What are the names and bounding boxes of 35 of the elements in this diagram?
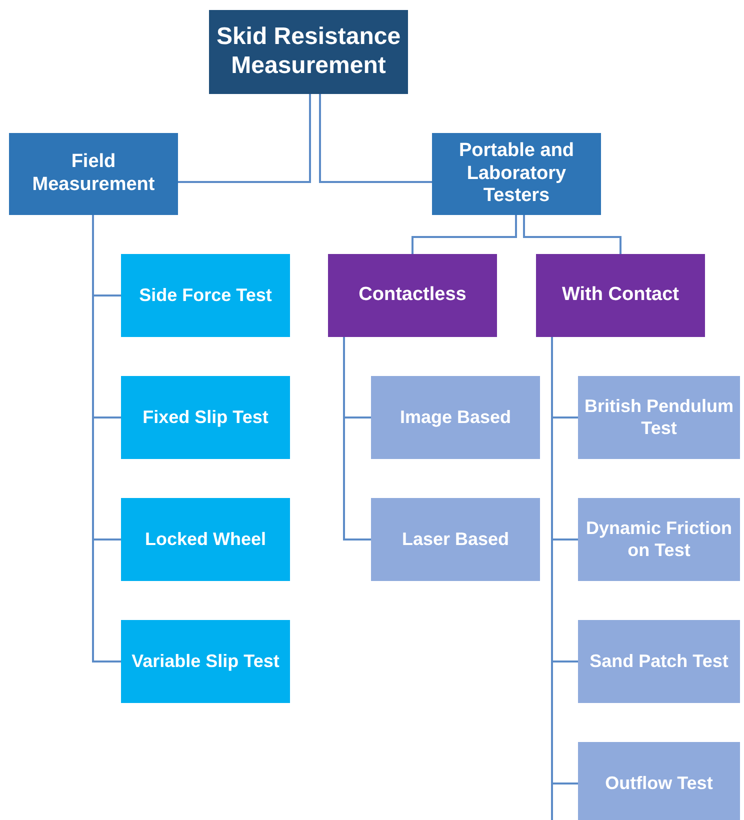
category-box [578,620,740,703]
category-box [578,376,740,459]
category-box [121,376,290,459]
box-label: With Contact [562,284,679,307]
box-label: Image Based [400,406,512,428]
connector-line [319,94,432,183]
box-label: Portable and Laboratory Testers [458,140,576,208]
category-box [536,254,705,337]
category-box [209,10,408,94]
box-label: Contactless [358,284,466,307]
category-box [121,254,290,337]
connector-line [178,94,311,183]
box-label: Outflow Test [605,772,713,794]
box-label: Laser Based [402,528,510,550]
connector-line [343,337,371,540]
box-label: Variable Slip Test [132,650,280,672]
connector-line [523,215,622,254]
box-label: British Pendulum Test [583,396,734,440]
category-box [371,376,540,459]
box-label: Field Measurement [31,151,156,197]
box-label: Dynamic Friction on Test [584,518,734,562]
box-label: Skid Resistance Measurement [215,23,402,81]
box-label: Sand Patch Test [590,650,728,672]
category-box [328,254,497,337]
category-box [432,133,601,215]
box-label: Fixed Slip Test [142,406,268,428]
category-box [371,498,540,581]
box-label: Side Force Test [139,284,272,306]
connector-line [412,215,517,254]
category-box [578,498,740,581]
category-box [9,133,178,215]
category-box [121,498,290,581]
category-box [121,620,290,703]
category-box [578,742,740,820]
box-label: Locked Wheel [144,528,266,550]
